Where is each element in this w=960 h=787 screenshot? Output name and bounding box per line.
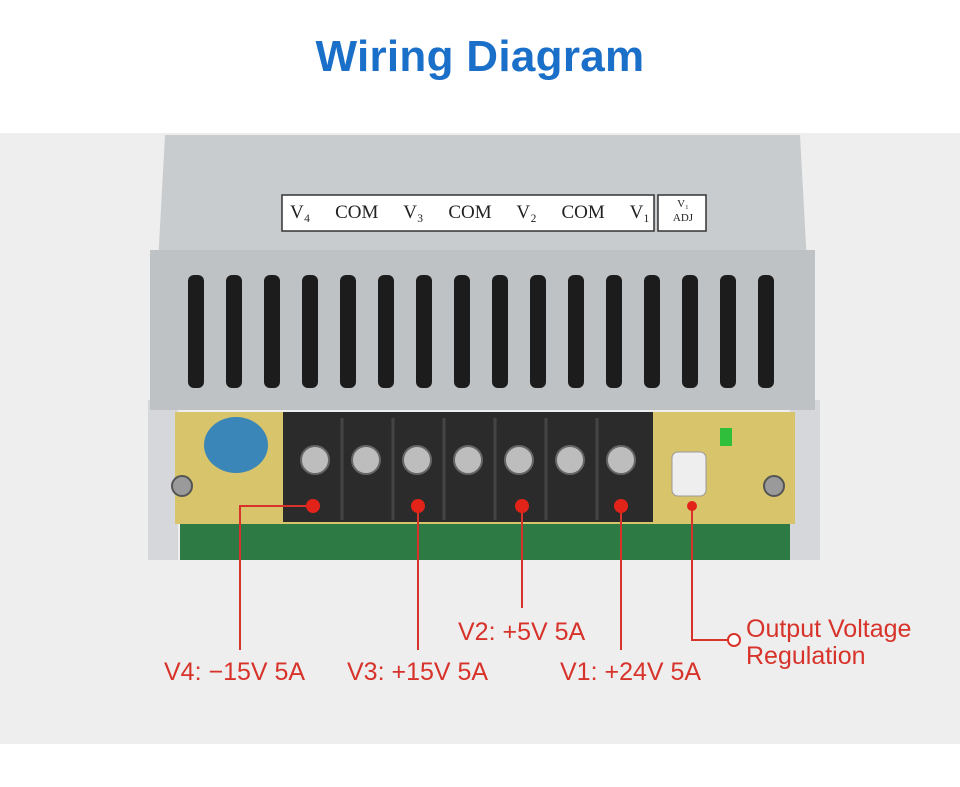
adj-label: V₁ ADJ — [662, 197, 704, 229]
callout-output-voltage-regulation: Output Voltage Regulation — [746, 616, 911, 670]
adjust-potentiometer[interactable] — [671, 451, 707, 497]
callout-v3: V3: +15V 5A — [347, 658, 489, 686]
adj-label-v1: V₁ — [677, 198, 689, 210]
pcb-screw-left — [171, 475, 193, 497]
terminal-label-com-2: COM — [448, 202, 492, 223]
callout-lines — [239, 505, 728, 650]
ventilation-slots — [188, 275, 774, 388]
page-title: Wiring Diagram — [315, 32, 645, 81]
terminal-label-panel — [281, 194, 655, 232]
indicator-led — [720, 428, 732, 446]
adj-label-panel — [657, 194, 707, 232]
callout-dots — [306, 499, 697, 513]
terminal-label-v4: V₄ — [290, 202, 311, 223]
terminal-label-com-3: COM — [561, 202, 605, 223]
terminal-label-v3: V₃ — [403, 202, 424, 223]
terminal-label-v1: V₁ — [629, 202, 650, 223]
adj-label-adj: ADJ — [672, 212, 694, 224]
terminal-label-com-1: COM — [335, 202, 379, 223]
regulation-callout-ring — [727, 633, 741, 647]
terminal-screws — [300, 445, 636, 475]
terminal-label-v2: V₂ — [516, 202, 537, 223]
callout-v2: V2: +5V 5A — [458, 618, 586, 646]
callout-v4: V4: −15V 5A — [164, 658, 306, 686]
cover-front-face — [150, 250, 815, 410]
regulation-line-2: Regulation — [746, 642, 866, 670]
regulation-line-1: Output Voltage — [746, 615, 912, 643]
callout-v1: V1: +24V 5A — [560, 658, 702, 686]
terminal-labels: V₄ COM V₃ COM V₂ COM V₁ — [290, 199, 650, 227]
pcb-screw-right — [763, 475, 785, 497]
blue-capacitor — [204, 417, 268, 473]
